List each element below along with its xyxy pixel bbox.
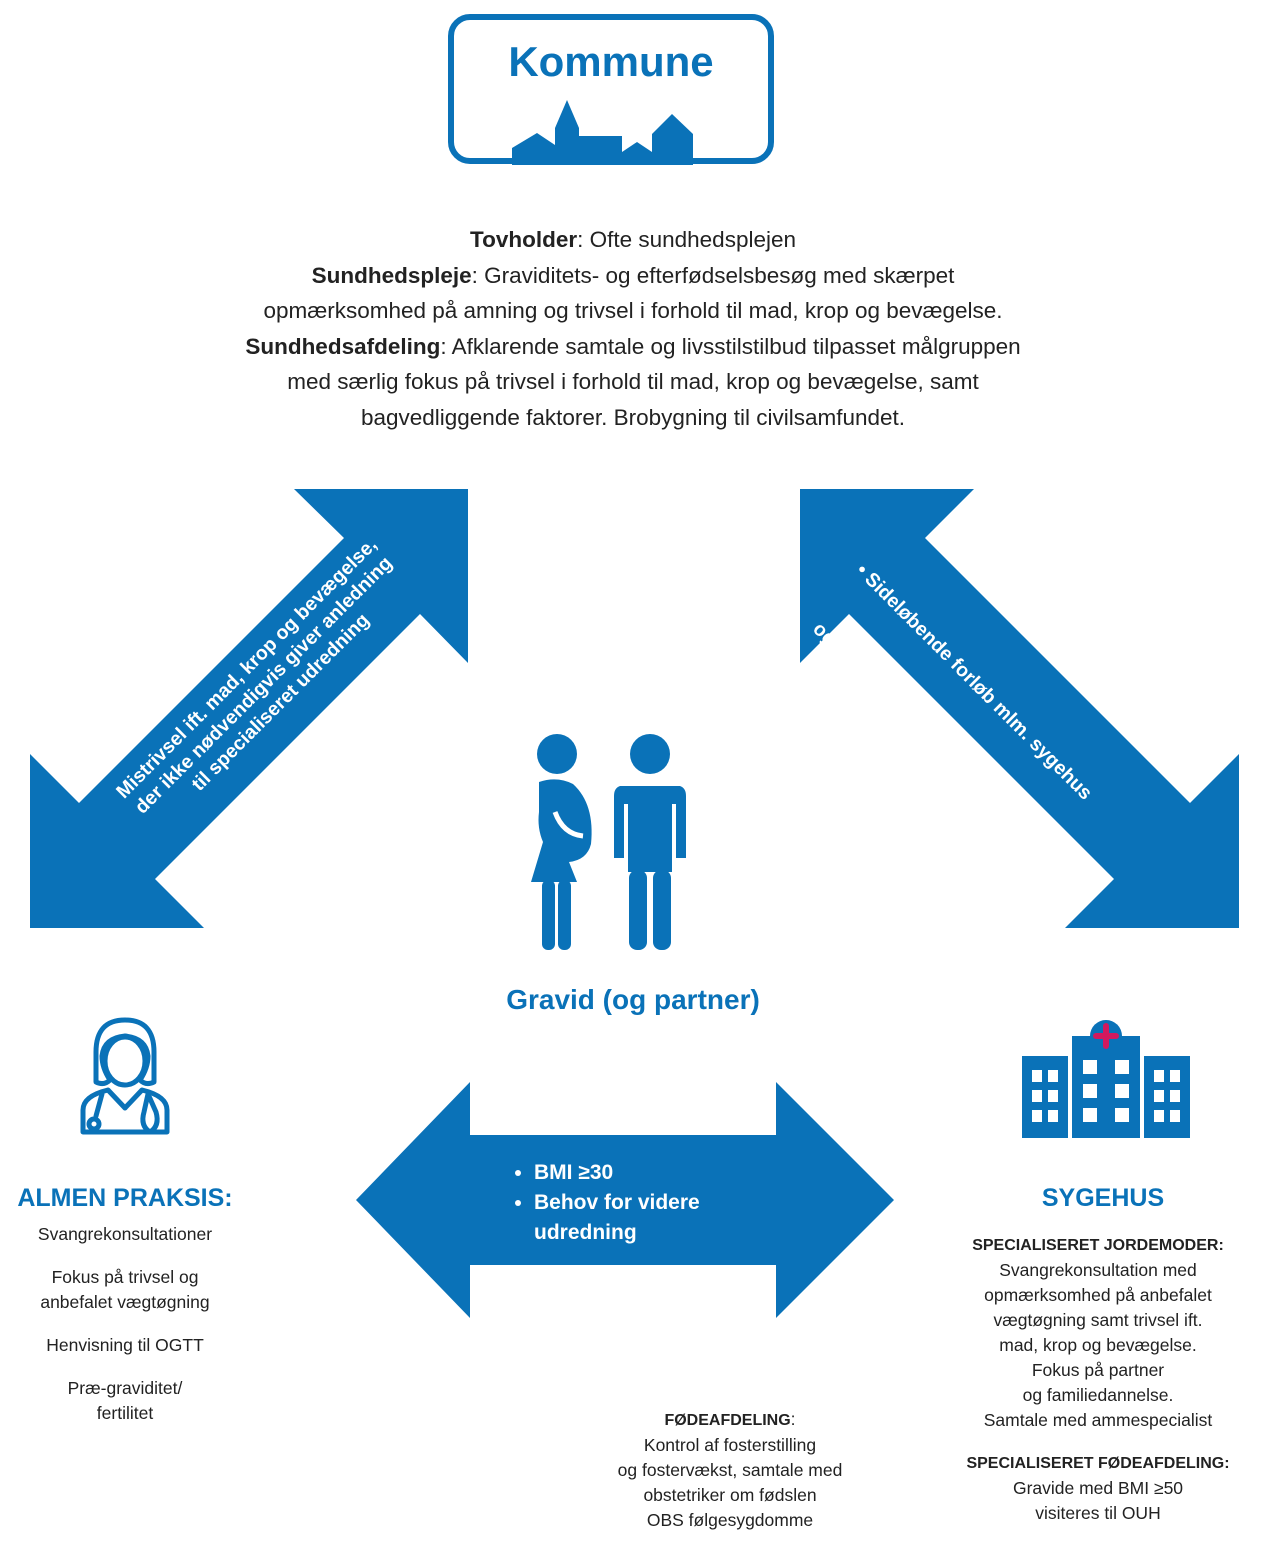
almen-item-6: fertilitet xyxy=(96,1403,154,1423)
jordemoder-label: SPECIALISERET JORDEMODER: xyxy=(972,1237,1224,1254)
fodeafdeling-line-1: Kontrol af fosterstilling xyxy=(643,1435,817,1455)
jordemoder-line-1: Svangrekonsultation med xyxy=(999,1260,1197,1280)
sundhedsafdeling-text: : Afklarende samtale og livsstilstilbud … xyxy=(440,333,1021,359)
jordemoder-line-4: mad, krop og bevægelse. xyxy=(999,1335,1197,1355)
fodeafdeling-label: FØDEAFDELING xyxy=(664,1412,791,1429)
specialiseret-fode-line-1: Gravide med BMI ≥50 xyxy=(1012,1478,1184,1498)
left-diagonal-arrow xyxy=(30,489,468,928)
center-bullets: BMI ≥30 Behov for videre udredning xyxy=(510,1158,740,1248)
fodeafdeling-line-4: OBS følgesygdomme xyxy=(646,1510,814,1530)
tovholder-text: : Ofte sundhedsplejen xyxy=(577,227,796,252)
sundhedsafdeling-label: Sundhedsafdeling xyxy=(245,333,441,359)
almen-item-3: anbefalet vægtøgning xyxy=(40,1292,210,1312)
sygehus-title: SYGEHUS xyxy=(1041,1184,1165,1212)
almen-item-2: Fokus på trivsel og xyxy=(51,1267,199,1287)
sundhedspleje-text: : Graviditets- og efterfødselsbesøg med … xyxy=(471,262,955,288)
fodeafdeling-line-2: og fostervækst, samtale med xyxy=(617,1460,843,1480)
fodeafdeling-colon: : xyxy=(790,1409,796,1429)
kommune-description: Tovholder: Ofte sundhedsplejen Sundhedsp… xyxy=(130,222,1136,435)
jordemoder-line-3: vægtøgning samt trivsel ift. xyxy=(993,1310,1203,1330)
town-icon xyxy=(512,100,693,165)
doctor-icon xyxy=(80,1017,170,1135)
pregnant-woman-icon xyxy=(531,734,592,950)
sundhedspleje-label: Sundhedspleje xyxy=(311,262,472,288)
center-bullet-2: Behov for videre udredning xyxy=(534,1188,740,1248)
sygehus-details: SPECIALISERET JORDEMODER: Svangrekonsult… xyxy=(930,1233,1266,1526)
sundhedsafdeling-text3: bagvedliggende faktorer. Brobygning til … xyxy=(360,404,906,430)
almen-praksis-list: Svangrekonsultationer Fokus på trivsel o… xyxy=(0,1222,250,1426)
almen-item-1: Svangrekonsultationer xyxy=(37,1224,213,1244)
specialiseret-fode-label: SPECIALISERET FØDEAFDELING: xyxy=(966,1455,1230,1472)
tovholder-label: Tovholder xyxy=(470,227,578,252)
right-diagonal-arrow xyxy=(800,489,1239,928)
center-double-arrow xyxy=(356,1082,894,1318)
hospital-icon xyxy=(1022,1020,1190,1138)
almen-item-5: Præ-graviditet/ xyxy=(67,1378,183,1398)
almen-item-4: Henvisning til OGTT xyxy=(46,1335,204,1355)
almen-praksis-title: ALMEN PRAKSIS: xyxy=(17,1184,233,1212)
jordemoder-line-2: opmærksomhed på anbefalet xyxy=(984,1285,1212,1305)
sundhedspleje-text2: opmærksomhed på amning og trivsel i forh… xyxy=(263,298,1003,323)
specialiseret-fode-line-2: visiteres til OUH xyxy=(1035,1503,1161,1523)
center-bullet-1: BMI ≥30 xyxy=(534,1158,740,1188)
fodeafdeling-line-3: obstetriker om fødslen xyxy=(643,1485,817,1505)
man-icon xyxy=(614,734,686,950)
jordemoder-line-7: Samtale med ammespecialist xyxy=(983,1410,1213,1430)
jordemoder-line-5: Fokus på partner xyxy=(1031,1360,1165,1380)
jordemoder-line-6: og familiedannelse. xyxy=(1022,1385,1174,1405)
kommune-title: Kommune xyxy=(508,38,714,85)
center-title: Gravid (og partner) xyxy=(506,984,760,1015)
fodeafdeling-block: FØDEAFDELING: Kontrol af fosterstilling … xyxy=(560,1407,900,1533)
sundhedsafdeling-text2: med særlig fokus på trivsel i forhold ti… xyxy=(287,369,979,394)
kommune-sign: Kommune xyxy=(448,14,774,165)
